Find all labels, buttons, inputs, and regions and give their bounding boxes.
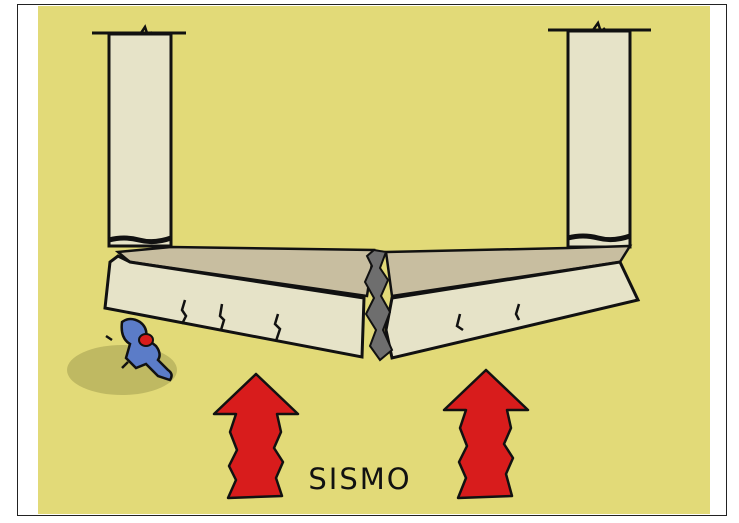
caption-label: SISMO <box>300 462 420 496</box>
